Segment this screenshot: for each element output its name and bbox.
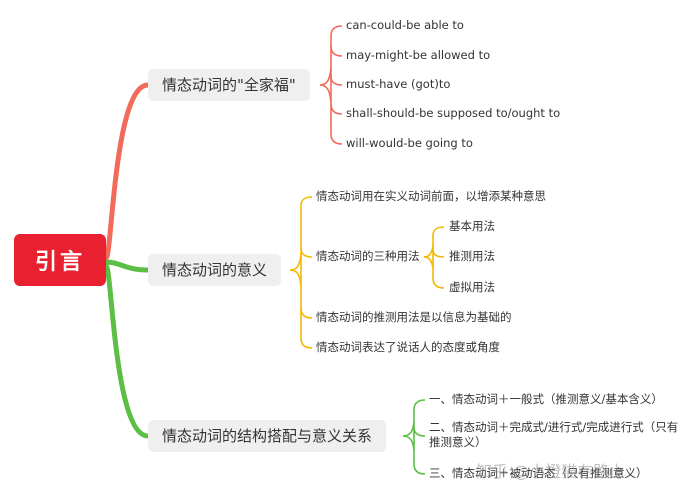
root-node: 引言 xyxy=(14,234,106,286)
branch-structure-meaning: 情态动词的结构搭配与意义关系 xyxy=(148,420,387,452)
leaf-meaning-4: 情态动词表达了说话人的态度或角度 xyxy=(316,340,500,354)
leaf-structure-3: 三、情态动词＋被动语态（只有推测意义） xyxy=(429,466,648,480)
connector-root-branch-3 xyxy=(103,263,149,439)
bracket-branch-2 xyxy=(289,196,445,349)
leaf-structure-2: 二、情态动词＋完成式/进行式/完成进行式（只有推测意义） xyxy=(429,420,679,449)
leaf-family-4: shall-should-be supposed to/ought to xyxy=(346,106,561,120)
watermark: 知乎 @小橙猫在路上 xyxy=(476,462,626,481)
bracket-branch-3 xyxy=(402,399,426,475)
leaf-meaning-3: 情态动词的推测用法是以信息为基础的 xyxy=(316,310,512,324)
leaf-family-2: may-might-be allowed to xyxy=(346,48,491,62)
leaf-usage-subjunctive: 虚拟用法 xyxy=(449,280,495,294)
leaf-structure-1: 一、情态动词＋一般式（推测意义/基本含义） xyxy=(429,392,663,406)
connector-root-branch-2 xyxy=(105,259,149,273)
leaf-family-3: must-have (got)to xyxy=(346,77,451,91)
leaf-usage-speculative: 推测用法 xyxy=(449,249,495,263)
leaf-meaning-1: 情态动词用在实义动词前面，以增添某种意思 xyxy=(316,189,546,203)
leaf-meaning-2: 情态动词的三种用法 xyxy=(316,249,420,263)
leaf-family-1: can-could-be able to xyxy=(346,18,464,32)
branch-modal-meaning: 情态动词的意义 xyxy=(148,254,282,286)
connector-root-branch-1 xyxy=(103,82,149,261)
bracket-branch-1 xyxy=(319,25,343,145)
leaf-usage-basic: 基本用法 xyxy=(449,219,495,233)
leaf-family-5: will-would-be going to xyxy=(346,136,473,150)
branch-modal-family: 情态动词的"全家福" xyxy=(148,69,310,101)
